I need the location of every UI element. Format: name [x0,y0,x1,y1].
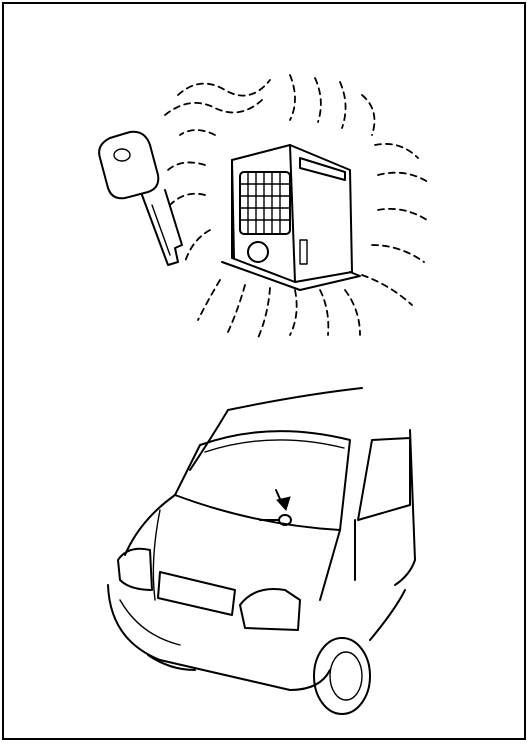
vehicle-icon [108,388,415,714]
arrow-down-icon [276,490,290,510]
